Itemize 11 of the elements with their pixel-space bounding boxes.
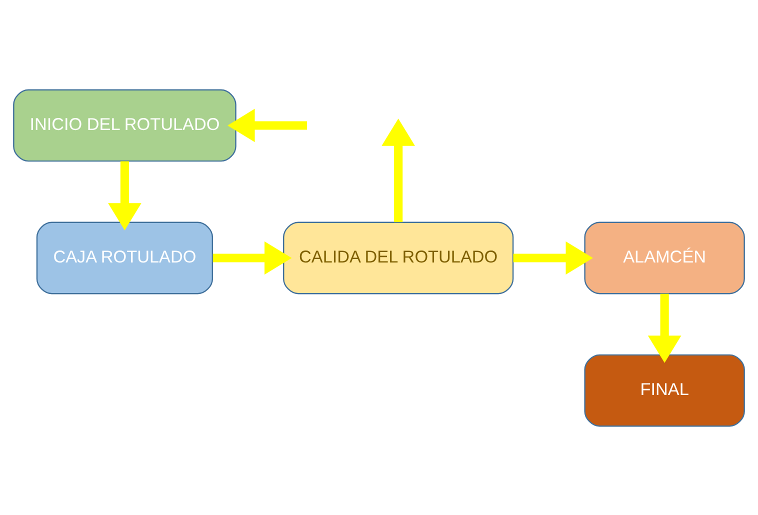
node-box: INICIO DEL ROTULADO <box>13 88 236 162</box>
arrow <box>108 160 142 230</box>
node-box: CAJA ROTULADO <box>36 221 214 294</box>
node-box: FINAL <box>584 354 745 426</box>
arrow <box>513 240 593 274</box>
node-box: ALAMCÉN <box>584 221 745 294</box>
arrow <box>228 108 307 142</box>
arrow <box>648 293 682 362</box>
node-box: CALIDA DEL ROTULADO <box>283 221 514 294</box>
arrow <box>212 240 292 274</box>
arrow <box>382 118 416 222</box>
